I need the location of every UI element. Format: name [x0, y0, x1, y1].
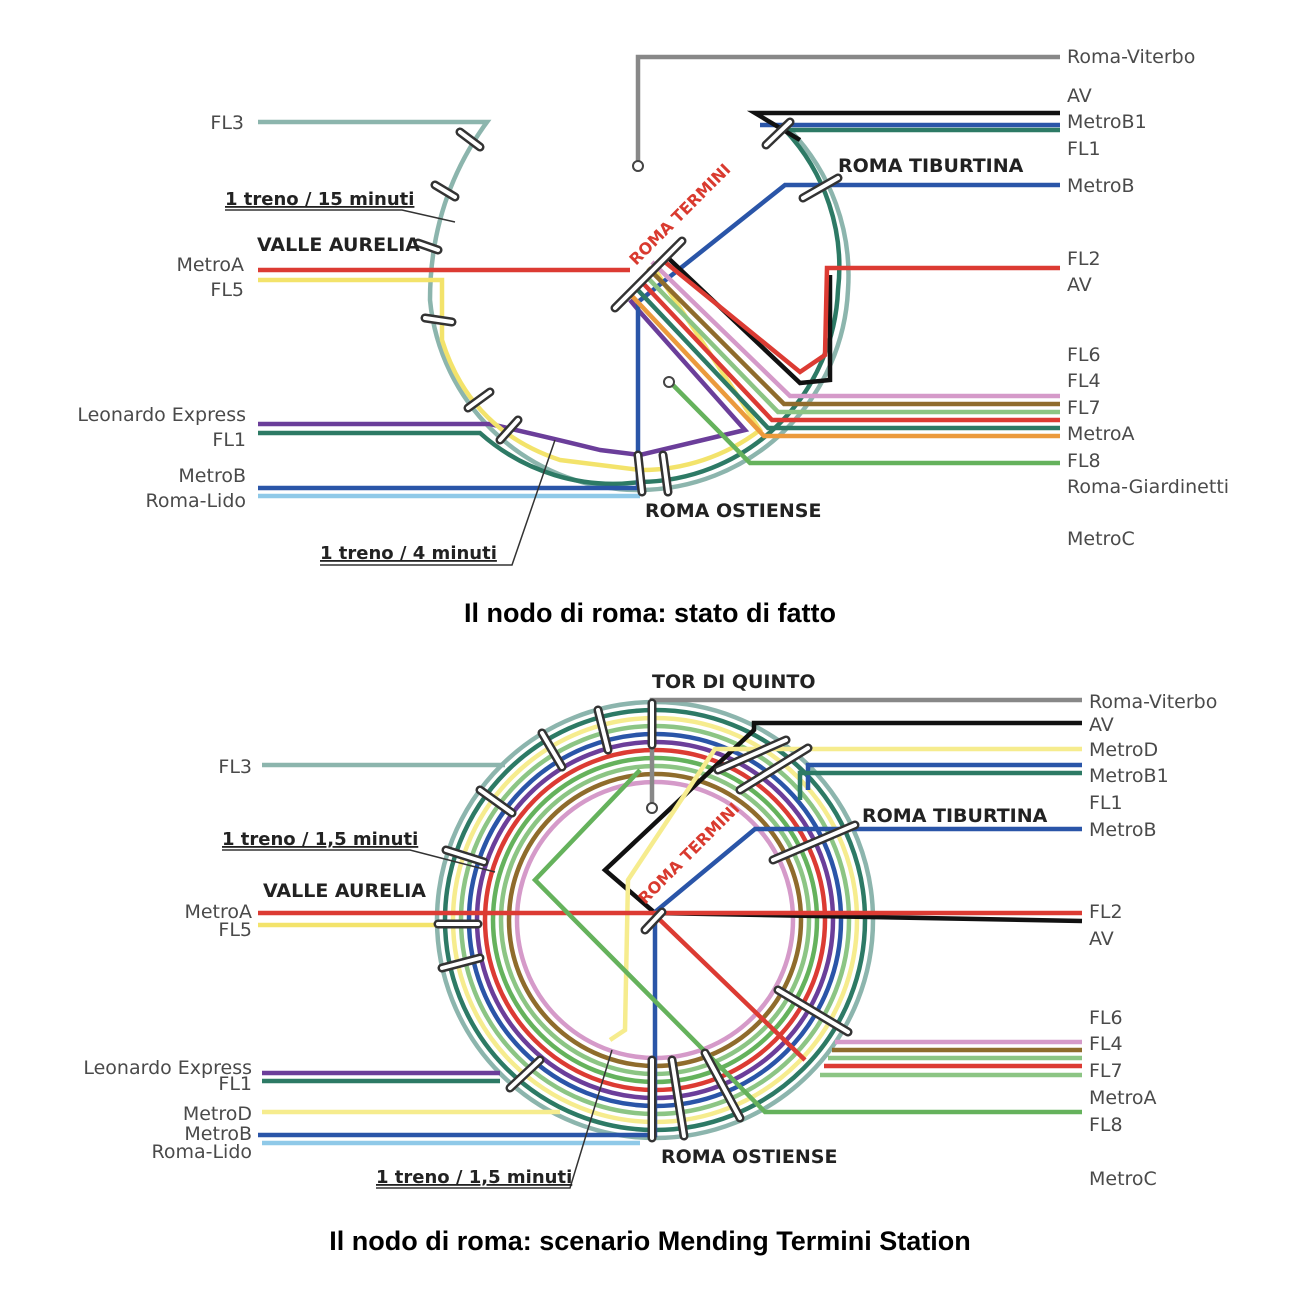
left-label: FL5 [210, 279, 244, 301]
right-label: MetroB [1067, 175, 1135, 197]
line-fl1-right [797, 770, 1082, 800]
left-label: MetroA [184, 901, 252, 923]
leader-line [222, 849, 496, 873]
right-label: MetroB1 [1067, 111, 1147, 133]
left-label: MetroD [183, 1103, 252, 1125]
right-label: FL6 [1067, 344, 1101, 366]
line-fl7 [642, 272, 1060, 415]
line-metroa-diag [658, 918, 807, 1062]
caption-bottom: Il nodo di roma: scenario Mending Termin… [329, 1226, 971, 1256]
right-label: AV [1089, 928, 1114, 950]
right-label: FL7 [1067, 397, 1101, 419]
right-label: FL7 [1089, 1060, 1123, 1082]
right-label: Roma-Giardinetti [1067, 476, 1229, 498]
terminal-circle [646, 802, 658, 814]
leader-line [320, 439, 556, 566]
bottom-diagram [222, 697, 1083, 1189]
line-fl8-diag [531, 768, 1082, 1115]
right-label: AV [1067, 274, 1092, 296]
station-roma-ostiense: ROMA OSTIENSE [661, 1146, 837, 1168]
left-label: FL3 [218, 756, 252, 778]
line-fl1-ring [258, 127, 1060, 487]
line-fl1-east [634, 286, 1060, 431]
station-ticks-inner [416, 120, 840, 494]
right-label: MetroC [1089, 1168, 1157, 1190]
right-label: MetroA [1067, 423, 1135, 445]
right-label: AV [1089, 714, 1114, 736]
station-valle-aurelia: VALLE AURELIA [257, 234, 420, 256]
bottom-labels-left: FL3 MetroA FL5 Leonardo Express FL1 Metr… [83, 756, 252, 1163]
station-tor-di-quinto: TOR DI QUINTO [652, 671, 815, 693]
frequency-label: 1 treno / 4 minuti [320, 543, 497, 564]
bottom-labels-right: Roma-Viterbo AV MetroD MetroB1 FL1 Metro… [1089, 691, 1217, 1190]
ring-lines [258, 110, 1060, 499]
line-fl4 [646, 266, 1060, 407]
line-metrod-top [608, 746, 1082, 1042]
left-label: MetroB [178, 465, 246, 487]
right-label: FL1 [1067, 138, 1101, 160]
top-labels-left: FL3 MetroA FL5 Leonardo Express FL1 Metr… [77, 112, 246, 512]
line-orange [630, 294, 1060, 439]
frequency-label: 1 treno / 15 minuti [225, 189, 414, 210]
leader-line [376, 1049, 613, 1189]
station-roma-ostiense: ROMA OSTIENSE [645, 500, 821, 522]
right-label: FL1 [1089, 792, 1123, 814]
line-fl6 [650, 260, 1060, 399]
left-label: Roma-Lido [145, 490, 246, 512]
line-fl5 [258, 263, 764, 473]
leader-line [225, 209, 456, 223]
station-roma-termini: ROMA TERMINI [625, 160, 734, 269]
station-roma-tiburtina: ROMA TIBURTINA [838, 155, 1024, 177]
left-label: MetroA [176, 254, 244, 276]
terminal-circle [632, 160, 644, 172]
left-label: MetroB [184, 1123, 252, 1145]
station-roma-tiburtina: ROMA TIBURTINA [862, 805, 1048, 827]
right-label: FL2 [1067, 248, 1101, 270]
left-label: FL1 [212, 429, 246, 451]
right-label: MetroD [1089, 739, 1158, 761]
terminal-circle [663, 376, 675, 388]
left-label: Leonardo Express [83, 1057, 252, 1079]
left-label: Roma-Lido [151, 1141, 252, 1163]
right-label: FL4 [1089, 1033, 1123, 1055]
left-label: FL1 [218, 1073, 252, 1095]
frequency-label: 1 treno / 1,5 minuti [376, 1167, 572, 1188]
station-ticks-inner [436, 701, 857, 1140]
top-diagram [225, 54, 1060, 566]
line-fl8 [668, 380, 1060, 466]
right-label: MetroA [1089, 1087, 1157, 1109]
top-labels-right: Roma-Viterbo AV MetroB1 FL1 MetroB FL2 A… [1067, 46, 1229, 550]
left-label: Leonardo Express [77, 404, 246, 426]
right-label: FL8 [1067, 450, 1101, 472]
left-label: FL3 [210, 112, 244, 134]
station-valle-aurelia: VALLE AURELIA [263, 880, 426, 902]
right-label: FL8 [1089, 1114, 1123, 1136]
right-label: MetroC [1067, 528, 1135, 550]
frequency-label: 1 treno / 1,5 minuti [222, 829, 418, 850]
right-label: Roma-Viterbo [1089, 691, 1217, 713]
line-fl2 [658, 256, 1060, 375]
line-metroa-east [638, 278, 1060, 423]
line-metrob1 [805, 762, 1082, 790]
right-label: AV [1067, 85, 1092, 107]
right-label: Roma-Viterbo [1067, 46, 1195, 68]
line-roma-viterbo [635, 54, 1060, 163]
right-label: MetroB1 [1089, 765, 1169, 787]
right-label: FL2 [1089, 901, 1123, 923]
top-stations: VALLE AURELIA ROMA TIBURTINA ROMA OSTIEN… [225, 155, 1024, 564]
caption-top: Il nodo di roma: stato di fatto [464, 598, 836, 628]
right-label: MetroB [1089, 819, 1157, 841]
right-label: FL4 [1067, 370, 1101, 392]
right-label: FL6 [1089, 1007, 1123, 1029]
left-label: FL5 [218, 919, 252, 941]
